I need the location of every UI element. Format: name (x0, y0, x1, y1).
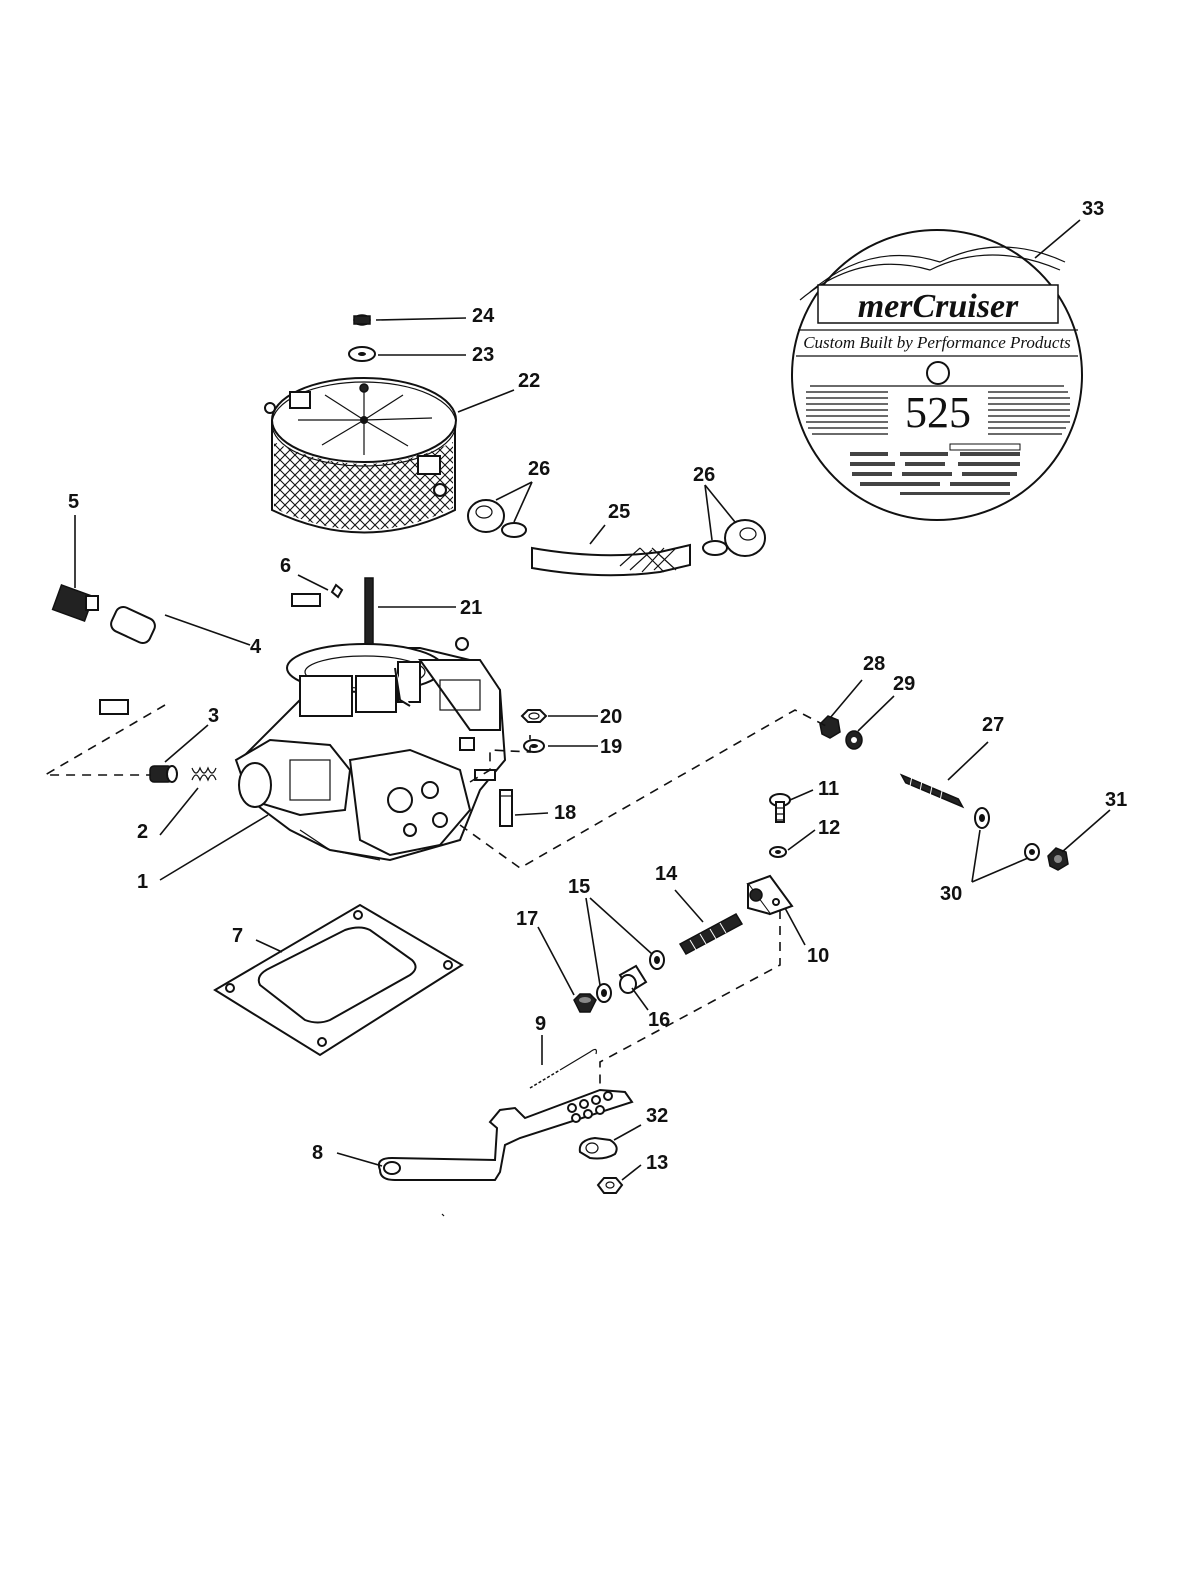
spacer-16 (618, 964, 648, 994)
callout-17: 17 (516, 908, 538, 930)
callout-30: 30 (940, 883, 962, 905)
hose-25 (531, 543, 691, 577)
wing-nut-24 (353, 314, 371, 326)
callout-25: 25 (608, 501, 630, 523)
callout-22: 22 (518, 370, 540, 392)
leader-lines (74, 219, 1111, 1181)
bracket-10 (746, 874, 794, 916)
callout-18: 18 (554, 802, 576, 824)
callout-13: 13 (646, 1152, 668, 1174)
lever-8 (377, 1088, 634, 1181)
callout-12: 12 (818, 817, 840, 839)
callout-4: 4 (250, 636, 262, 658)
callout-1: 1 (137, 871, 148, 893)
fitting-5 (51, 584, 99, 622)
callout-15: 15 (568, 876, 590, 898)
callout-31: 31 (1105, 789, 1127, 811)
stud-14 (678, 913, 744, 955)
washer-30b (1024, 843, 1040, 861)
gasket-7 (213, 903, 464, 1057)
carburetor-1 (234, 637, 507, 862)
nut-17 (573, 993, 597, 1013)
washer-19 (523, 739, 545, 753)
washer-29 (845, 730, 863, 750)
fuel-line-4 (48, 576, 321, 715)
callout-26-right: 26 (693, 464, 715, 486)
air-cleaner-22 (264, 377, 457, 534)
callout-19: 19 (600, 736, 622, 758)
callout-16: 16 (648, 1009, 670, 1031)
nut-13 (596, 1177, 624, 1194)
callout-20: 20 (600, 706, 622, 728)
callout-3: 3 (208, 705, 219, 727)
washer-15b (649, 950, 665, 970)
stud-27 (899, 773, 965, 809)
callout-28: 28 (863, 653, 885, 675)
pin-18 (499, 789, 513, 827)
callout-11: 11 (818, 778, 839, 800)
spring-9 (529, 1048, 597, 1089)
callout-9: 9 (535, 1013, 546, 1035)
callout-5: 5 (68, 491, 79, 513)
assembly-dash-lines (42, 704, 831, 1217)
callout-7: 7 (232, 925, 243, 947)
decal-model: 525 (905, 388, 971, 437)
washer-12 (769, 846, 787, 858)
callout-21: 21 (460, 597, 482, 619)
callout-2: 2 (137, 821, 148, 843)
callout-23: 23 (472, 344, 494, 366)
spring-2 (191, 766, 217, 782)
callout-29: 29 (893, 673, 915, 695)
callout-8: 8 (312, 1142, 323, 1164)
pin-6 (330, 583, 344, 599)
decal-brand: merCruiser (858, 288, 1019, 325)
nut-28 (819, 715, 841, 739)
decal-33: merCruiser Custom Built by Performance P… (791, 229, 1083, 521)
callout-10: 10 (807, 945, 829, 967)
washer-23 (348, 346, 376, 362)
decal-tagline: Custom Built by Performance Products (803, 333, 1071, 352)
callout-labels: 1 2 3 4 5 6 7 8 9 10 11 12 13 14 15 16 1… (68, 198, 1127, 1174)
nut-20 (520, 709, 548, 723)
filter-3 (149, 765, 178, 783)
washer-15a (596, 983, 612, 1003)
fitting-26-right (702, 519, 766, 557)
callout-6: 6 (280, 555, 291, 577)
callout-27: 27 (982, 714, 1004, 736)
callout-32: 32 (646, 1105, 668, 1127)
callout-24: 24 (472, 305, 495, 327)
stud-21 (364, 577, 374, 649)
plate-32 (578, 1136, 618, 1160)
nut-31 (1047, 847, 1069, 871)
washer-30a (974, 807, 990, 829)
callout-14: 14 (655, 863, 678, 885)
nut-on-cover (359, 383, 369, 393)
callout-33: 33 (1082, 198, 1104, 220)
fitting-26-left (467, 499, 527, 538)
callout-26-left: 26 (528, 458, 550, 480)
screw-11 (769, 793, 791, 823)
